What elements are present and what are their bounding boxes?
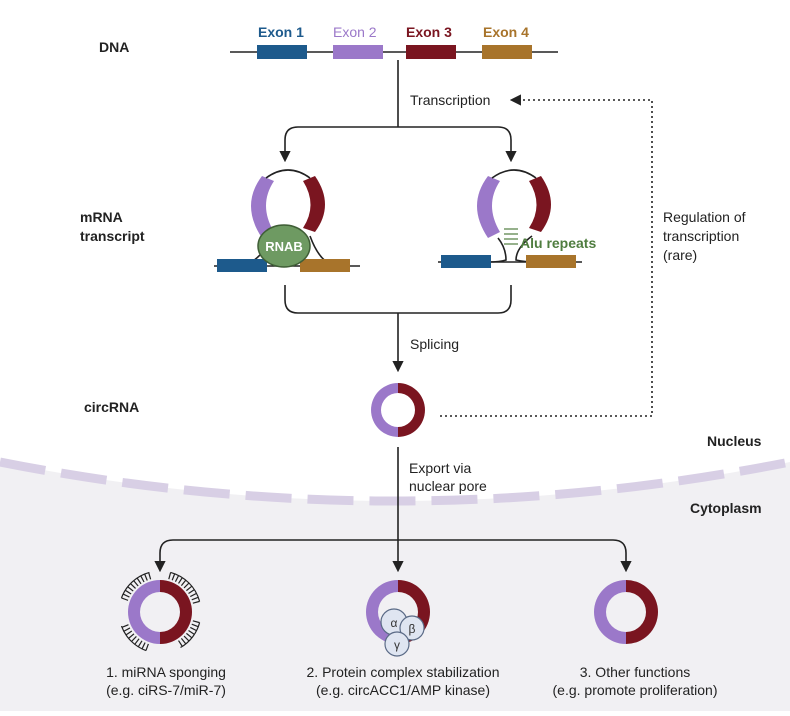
alu-repeats-label: Alu repeats xyxy=(520,235,596,251)
exon1-label: Exon 1 xyxy=(258,24,304,40)
protein-subunit-alpha-label: α xyxy=(391,616,398,630)
function-distribution-arrows xyxy=(154,539,632,573)
mirna-binding-tick xyxy=(191,596,199,601)
exon3-block xyxy=(406,45,456,59)
dna-label: DNA xyxy=(99,39,129,55)
exon4-block xyxy=(482,45,532,59)
protein-subunit-gamma-label: γ xyxy=(394,638,400,652)
mrna-label-line1: mRNA xyxy=(80,209,123,225)
circrna-label: circRNA xyxy=(84,399,139,415)
mirna-binding-tick xyxy=(190,626,197,632)
regulation-label-line1: Regulation of xyxy=(663,209,746,225)
mirna-binding-tick xyxy=(121,624,129,628)
mirna-binding-tick xyxy=(145,643,149,651)
export-label-line2: nuclear pore xyxy=(409,478,487,494)
splicing-merge-bracket xyxy=(284,285,512,314)
mirna-strand xyxy=(120,571,150,599)
function3-example: (e.g. promote proliferation) xyxy=(553,682,718,698)
mirna-binding-tick xyxy=(171,573,176,581)
cytoplasm-label: Cytoplasm xyxy=(690,500,762,516)
mirna-binding-tick xyxy=(190,592,197,598)
transcription-label: Transcription xyxy=(410,92,490,108)
exon2-label: Exon 2 xyxy=(333,24,377,40)
mirna-binding-tick xyxy=(125,630,133,636)
mirna-strand xyxy=(120,625,147,652)
rnab-protein xyxy=(257,224,311,268)
circrna-mirna-sponge xyxy=(120,571,201,652)
mirna-binding-tick xyxy=(191,623,199,628)
mirna-binding-tick xyxy=(128,633,135,639)
mirna-binding-tick xyxy=(183,582,190,589)
exon1-block xyxy=(257,45,307,59)
splicing-label: Splicing xyxy=(410,336,459,352)
function2-title: 2. Protein complex stabilization xyxy=(307,664,500,680)
rnab-label: RNAB xyxy=(265,239,303,254)
mirna-binding-tick xyxy=(136,577,142,585)
protein-subunit-beta-label: β xyxy=(409,622,416,636)
mirna-binding-tick xyxy=(148,572,152,580)
transcription-split-arrows xyxy=(279,126,517,163)
exon4-label: Exon 4 xyxy=(483,24,529,40)
transcript-alu: Alu repeats xyxy=(438,169,596,268)
nuclear-membrane xyxy=(0,457,790,506)
mirna-binding-tick xyxy=(133,580,139,587)
mirna-binding-tick xyxy=(121,597,129,601)
mirna-binding-tick xyxy=(186,585,193,592)
mirna-binding-tick xyxy=(174,575,180,582)
mirna-binding-tick xyxy=(137,640,143,648)
transcript-rnab: RNAB xyxy=(214,169,360,272)
mirna-binding-tick xyxy=(192,620,200,624)
protein-subunit-gamma xyxy=(384,631,410,657)
circrna-other-functions xyxy=(594,580,658,644)
mirna-binding-tick xyxy=(183,635,190,642)
exon2-block xyxy=(333,45,383,59)
mirna-binding-tick xyxy=(124,589,132,595)
mirna-binding-tick xyxy=(180,579,187,586)
mirna-binding-tick xyxy=(131,636,137,642)
mirna-binding-tick xyxy=(140,575,145,583)
function1-title: 1. miRNA sponging xyxy=(106,664,226,680)
mirna-binding-tick xyxy=(144,573,148,581)
mirna-binding-tick xyxy=(188,589,195,594)
circrna-protein-complex: α β γ xyxy=(366,580,430,657)
mirna-binding-tick xyxy=(188,630,195,635)
mirna-binding-tick xyxy=(134,638,140,645)
regulation-label-line2: transcription xyxy=(663,228,739,244)
mirna-binding-tick xyxy=(127,586,134,592)
protein-subunit-beta xyxy=(399,615,425,641)
mirna-binding-tick xyxy=(168,572,172,580)
mrna-label-line2: transcript xyxy=(80,228,145,244)
function2-example: (e.g. circACC1/AMP kinase) xyxy=(316,682,490,698)
regulation-label-line3: (rare) xyxy=(663,247,697,263)
mirna-binding-tick xyxy=(178,577,183,584)
mirna-binding-tick xyxy=(180,638,187,645)
regulation-feedback-arrow xyxy=(440,94,653,417)
mirna-binding-tick xyxy=(186,632,193,639)
mirna-binding-tick xyxy=(178,640,183,647)
mirna-binding-tick xyxy=(123,627,131,632)
mirna-binding-tick xyxy=(192,600,200,604)
circrna-central xyxy=(371,383,425,437)
function3-title: 3. Other functions xyxy=(580,664,691,680)
export-label-line1: Export via xyxy=(409,460,471,476)
function1-example: (e.g. ciRS-7/miR-7) xyxy=(106,682,226,698)
mirna-binding-tick xyxy=(130,583,136,589)
mirna-binding-tick xyxy=(141,642,146,650)
mirna-binding-tick xyxy=(122,593,130,598)
exon3-label: Exon 3 xyxy=(406,24,452,40)
nucleus-label: Nucleus xyxy=(707,433,762,449)
